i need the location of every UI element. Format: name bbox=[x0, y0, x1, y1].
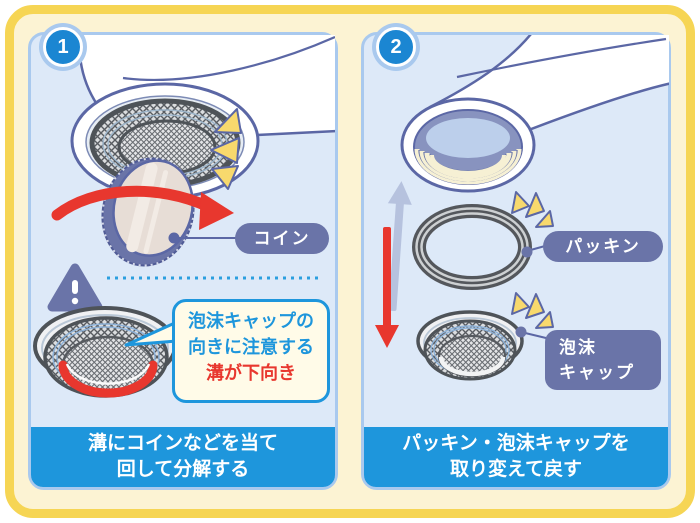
packing-leader-line bbox=[521, 245, 546, 258]
sparkle-icons-cap bbox=[511, 292, 554, 329]
warning-icon bbox=[47, 263, 103, 312]
aerator-cap-label-badge: 泡沫 キャップ bbox=[545, 330, 661, 390]
cap-groove-illustration bbox=[33, 306, 177, 398]
step1-caption-line2: 回して分解する bbox=[116, 459, 250, 480]
cap-label-line1: 泡沫 bbox=[559, 338, 597, 357]
down-arrow-icon bbox=[375, 227, 399, 348]
mounted-aerator-cap bbox=[70, 82, 260, 200]
step2-caption-line1: パッキン・泡沫キャップを bbox=[402, 433, 630, 454]
faucet-spout-empty bbox=[400, 35, 669, 193]
step2-number-badge: 2 bbox=[376, 27, 416, 67]
step2-illustration bbox=[375, 35, 669, 381]
orientation-note-bubble: 泡沫キャップの 向きに注意する 溝が下向き bbox=[172, 299, 330, 403]
coin-label-text: コイン bbox=[253, 229, 311, 248]
step1-caption: 溝にコインなどを当て 回して分解する bbox=[31, 427, 335, 487]
packing-ring-illustration bbox=[412, 204, 532, 290]
step1-illustration bbox=[33, 35, 335, 398]
up-arrow-icon bbox=[387, 181, 412, 311]
note-line-3: 溝が下向き bbox=[206, 363, 296, 383]
note-line-2: 向きに注意する bbox=[188, 337, 314, 357]
sparkle-icons-packing bbox=[511, 191, 554, 228]
step1-number: 1 bbox=[57, 35, 69, 58]
step2-number: 2 bbox=[390, 35, 402, 58]
step2-panel: 2 bbox=[361, 27, 671, 490]
packing-label-text: パッキン bbox=[565, 237, 641, 256]
step1-caption-line1: 溝にコインなどを当て bbox=[87, 433, 278, 454]
rotate-arrow-icon bbox=[51, 185, 234, 230]
coin-leader-line bbox=[168, 232, 237, 244]
threaded-mouth bbox=[400, 97, 536, 193]
cap-label-line2: キャップ bbox=[559, 363, 635, 382]
step1-panel: 1 bbox=[28, 27, 338, 490]
aerator-cap-illustration bbox=[416, 310, 524, 381]
step2-caption: パッキン・泡沫キャップを 取り変えて戻す bbox=[364, 427, 668, 487]
step2-caption-line2: 取り変えて戻す bbox=[449, 459, 583, 480]
packing-label-badge: パッキン bbox=[543, 231, 663, 262]
groove-highlight bbox=[58, 360, 158, 398]
sparkle-icons bbox=[210, 108, 242, 190]
coin-label-badge: コイン bbox=[235, 223, 329, 254]
step1-number-badge: 1 bbox=[43, 27, 83, 67]
note-line-1: 泡沫キャップの bbox=[188, 311, 314, 331]
cap-leader-line bbox=[515, 326, 547, 339]
